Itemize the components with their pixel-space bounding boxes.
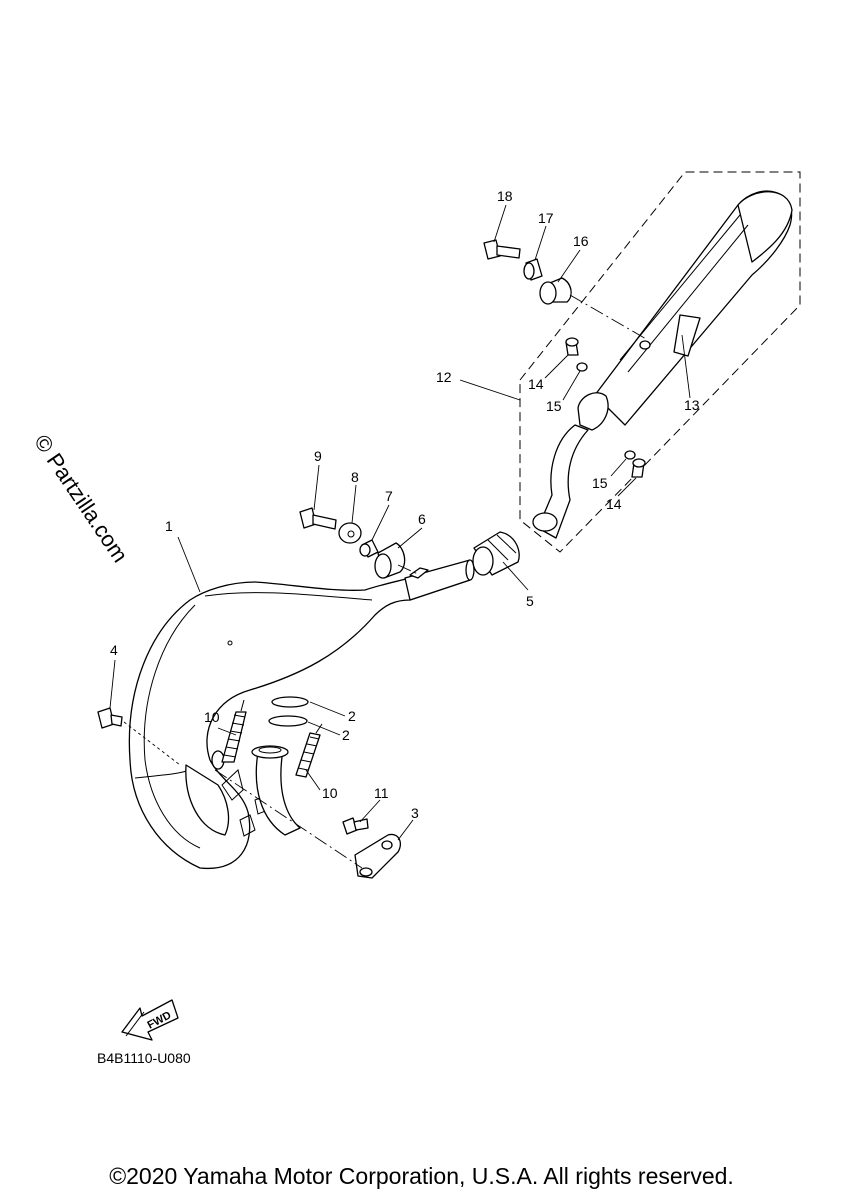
leader-11: [359, 799, 381, 823]
leader-17: [534, 225, 547, 261]
part-washer-8[interactable]: [338, 522, 362, 544]
callout-2b: 2: [342, 727, 350, 743]
axis-muffler-mount: [569, 294, 649, 341]
axis-front-mount: [397, 564, 421, 576]
part-collar-7[interactable]: [359, 539, 379, 558]
diagram-code: B4B1110-U080: [97, 1050, 191, 1066]
muffler-inlet-end: [532, 512, 558, 532]
leader-10a: [217, 727, 237, 736]
callout-18: 18: [497, 188, 513, 204]
part-collar-17[interactable]: [523, 258, 543, 281]
callout-14b: 14: [606, 496, 622, 512]
axis-clamp: [214, 769, 363, 869]
callout-4: 4: [110, 642, 118, 658]
bracket-left: [239, 814, 256, 837]
leader-12: [459, 379, 521, 401]
leader-9: [313, 464, 320, 511]
leader-2b: [307, 721, 341, 736]
leader-14a: [544, 354, 569, 379]
leader-4: [109, 659, 116, 709]
muffler-inlet-pipe: [537, 424, 589, 539]
leader-10b: [305, 769, 321, 791]
leader-14b: [617, 477, 637, 497]
callout-10a: 10: [204, 709, 220, 725]
part-expansion-chamber[interactable]: [128, 559, 475, 869]
part-manifold-joint: [251, 745, 301, 836]
callout-14a: 14: [528, 376, 544, 392]
part-grommet-6[interactable]: [374, 542, 406, 579]
callout-10b: 10: [322, 785, 338, 801]
callout-12: 12: [436, 369, 452, 385]
leader-6: [397, 527, 423, 549]
leader-1: [177, 536, 201, 593]
part-bolt-11[interactable]: [342, 817, 369, 835]
fwd-arrow-icon: FWD: [121, 999, 179, 1041]
part-washer-15-upper[interactable]: [576, 362, 588, 372]
leader-8: [351, 484, 357, 524]
callout-3: 3: [411, 805, 419, 821]
callout-11: 11: [374, 785, 389, 801]
part-gasket-lower[interactable]: [268, 715, 308, 727]
part-gasket-upper[interactable]: [271, 696, 309, 708]
callout-8: 8: [351, 469, 359, 485]
callout-5: 5: [526, 593, 534, 609]
leader-2a: [309, 701, 346, 717]
leader-15a: [562, 370, 581, 401]
bracket-link: [221, 769, 244, 801]
part-grommet-16[interactable]: [539, 277, 572, 305]
leader-16: [557, 249, 581, 283]
leader-13: [681, 334, 691, 399]
part-joint-seal-5[interactable]: [472, 531, 520, 576]
callout-1: 1: [165, 518, 173, 534]
part-washer-15-lower[interactable]: [624, 450, 636, 460]
leader-3: [397, 819, 414, 841]
part-bolt-18[interactable]: [483, 239, 521, 260]
callout-2a: 2: [348, 708, 356, 724]
leader-7: [371, 504, 390, 541]
callout-13: 13: [684, 397, 700, 413]
leader-5: [502, 561, 529, 591]
part-spring-left[interactable]: [221, 699, 247, 763]
part-bolt-14-lower[interactable]: [631, 458, 646, 478]
part-bolt-14-upper[interactable]: [565, 337, 579, 356]
part-spring-right[interactable]: [295, 723, 323, 778]
leader-18: [493, 204, 507, 243]
copyright-notice: ©2020 Yamaha Motor Corporation, U.S.A. A…: [109, 1163, 734, 1189]
muffler-assembly-boundary: [519, 171, 801, 553]
callout-17: 17: [538, 210, 554, 226]
callout-7: 7: [385, 488, 393, 504]
callout-15a: 15: [546, 398, 562, 414]
callout-6: 6: [418, 511, 426, 527]
callout-9: 9: [314, 448, 322, 464]
callout-15b: 15: [592, 475, 608, 491]
callout-16: 16: [573, 233, 589, 249]
leader-15b: [610, 458, 627, 477]
part-bolt-4[interactable]: [97, 707, 123, 729]
part-muffler-13[interactable]: [577, 190, 793, 431]
part-clamp-bracket[interactable]: [354, 833, 402, 879]
part-bolt-9[interactable]: [299, 507, 337, 530]
